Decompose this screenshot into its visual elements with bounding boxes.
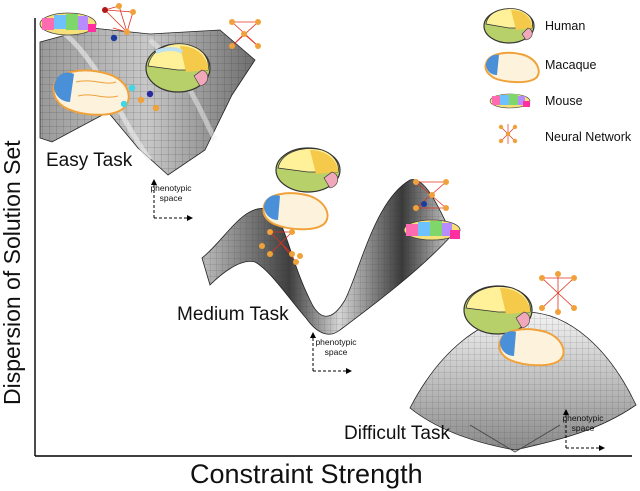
- medium-task-landscape: [201, 179, 453, 335]
- phenotypic-space-arrows-difficult: [563, 409, 605, 451]
- y-axis-label: Dispersion of Solution Set: [0, 140, 25, 405]
- mouse-brain-icon: [39, 12, 97, 36]
- macaque-brain-icon: [498, 328, 565, 367]
- legend-neural-network-icon: [498, 124, 518, 144]
- legend: [483, 8, 540, 144]
- neural-network-icon: [229, 19, 261, 49]
- legend-macaque-icon: [484, 51, 540, 84]
- macaque-brain-icon: [52, 69, 130, 116]
- human-brain-icon: [275, 147, 341, 193]
- legend-mouse-icon: [489, 93, 531, 109]
- legend-label-neural-network: Neural Network: [545, 130, 632, 144]
- human-brain-icon: [463, 285, 533, 335]
- macaque-brain-icon: [262, 192, 329, 231]
- legend-human-icon: [483, 8, 535, 44]
- phenotypic-space-arrows-easy: [151, 179, 193, 221]
- legend-label-mouse: Mouse: [545, 94, 583, 108]
- x-axis-label: Constraint Strength: [190, 459, 423, 489]
- human-brain-icon: [145, 43, 211, 93]
- medium-task-label: Medium Task: [177, 304, 289, 325]
- legend-label-macaque: Macaque: [545, 58, 597, 72]
- easy-solution-points: [110, 34, 160, 112]
- phenotypic-space-arrows-medium: [310, 332, 352, 374]
- phenotypic-space-label-difficult: phenotypic space: [562, 413, 604, 433]
- neural-network-icon: [267, 229, 299, 265]
- mouse-brain-icon: [403, 219, 461, 241]
- medium-solution-points: [259, 201, 427, 259]
- difficult-task-landscape: [409, 311, 637, 453]
- neural-network-icon: [413, 179, 449, 211]
- easy-task-label: Easy Task: [46, 150, 133, 171]
- phenotypic-space-label-easy: phenotypic space: [150, 183, 192, 203]
- legend-label-human: Human: [545, 19, 586, 33]
- neural-network-icon: [539, 271, 577, 315]
- difficult-task-label: Difficult Task: [344, 423, 450, 444]
- phenotypic-space-label-medium: phenotypic space: [315, 337, 357, 357]
- neural-network-icon: [102, 3, 136, 35]
